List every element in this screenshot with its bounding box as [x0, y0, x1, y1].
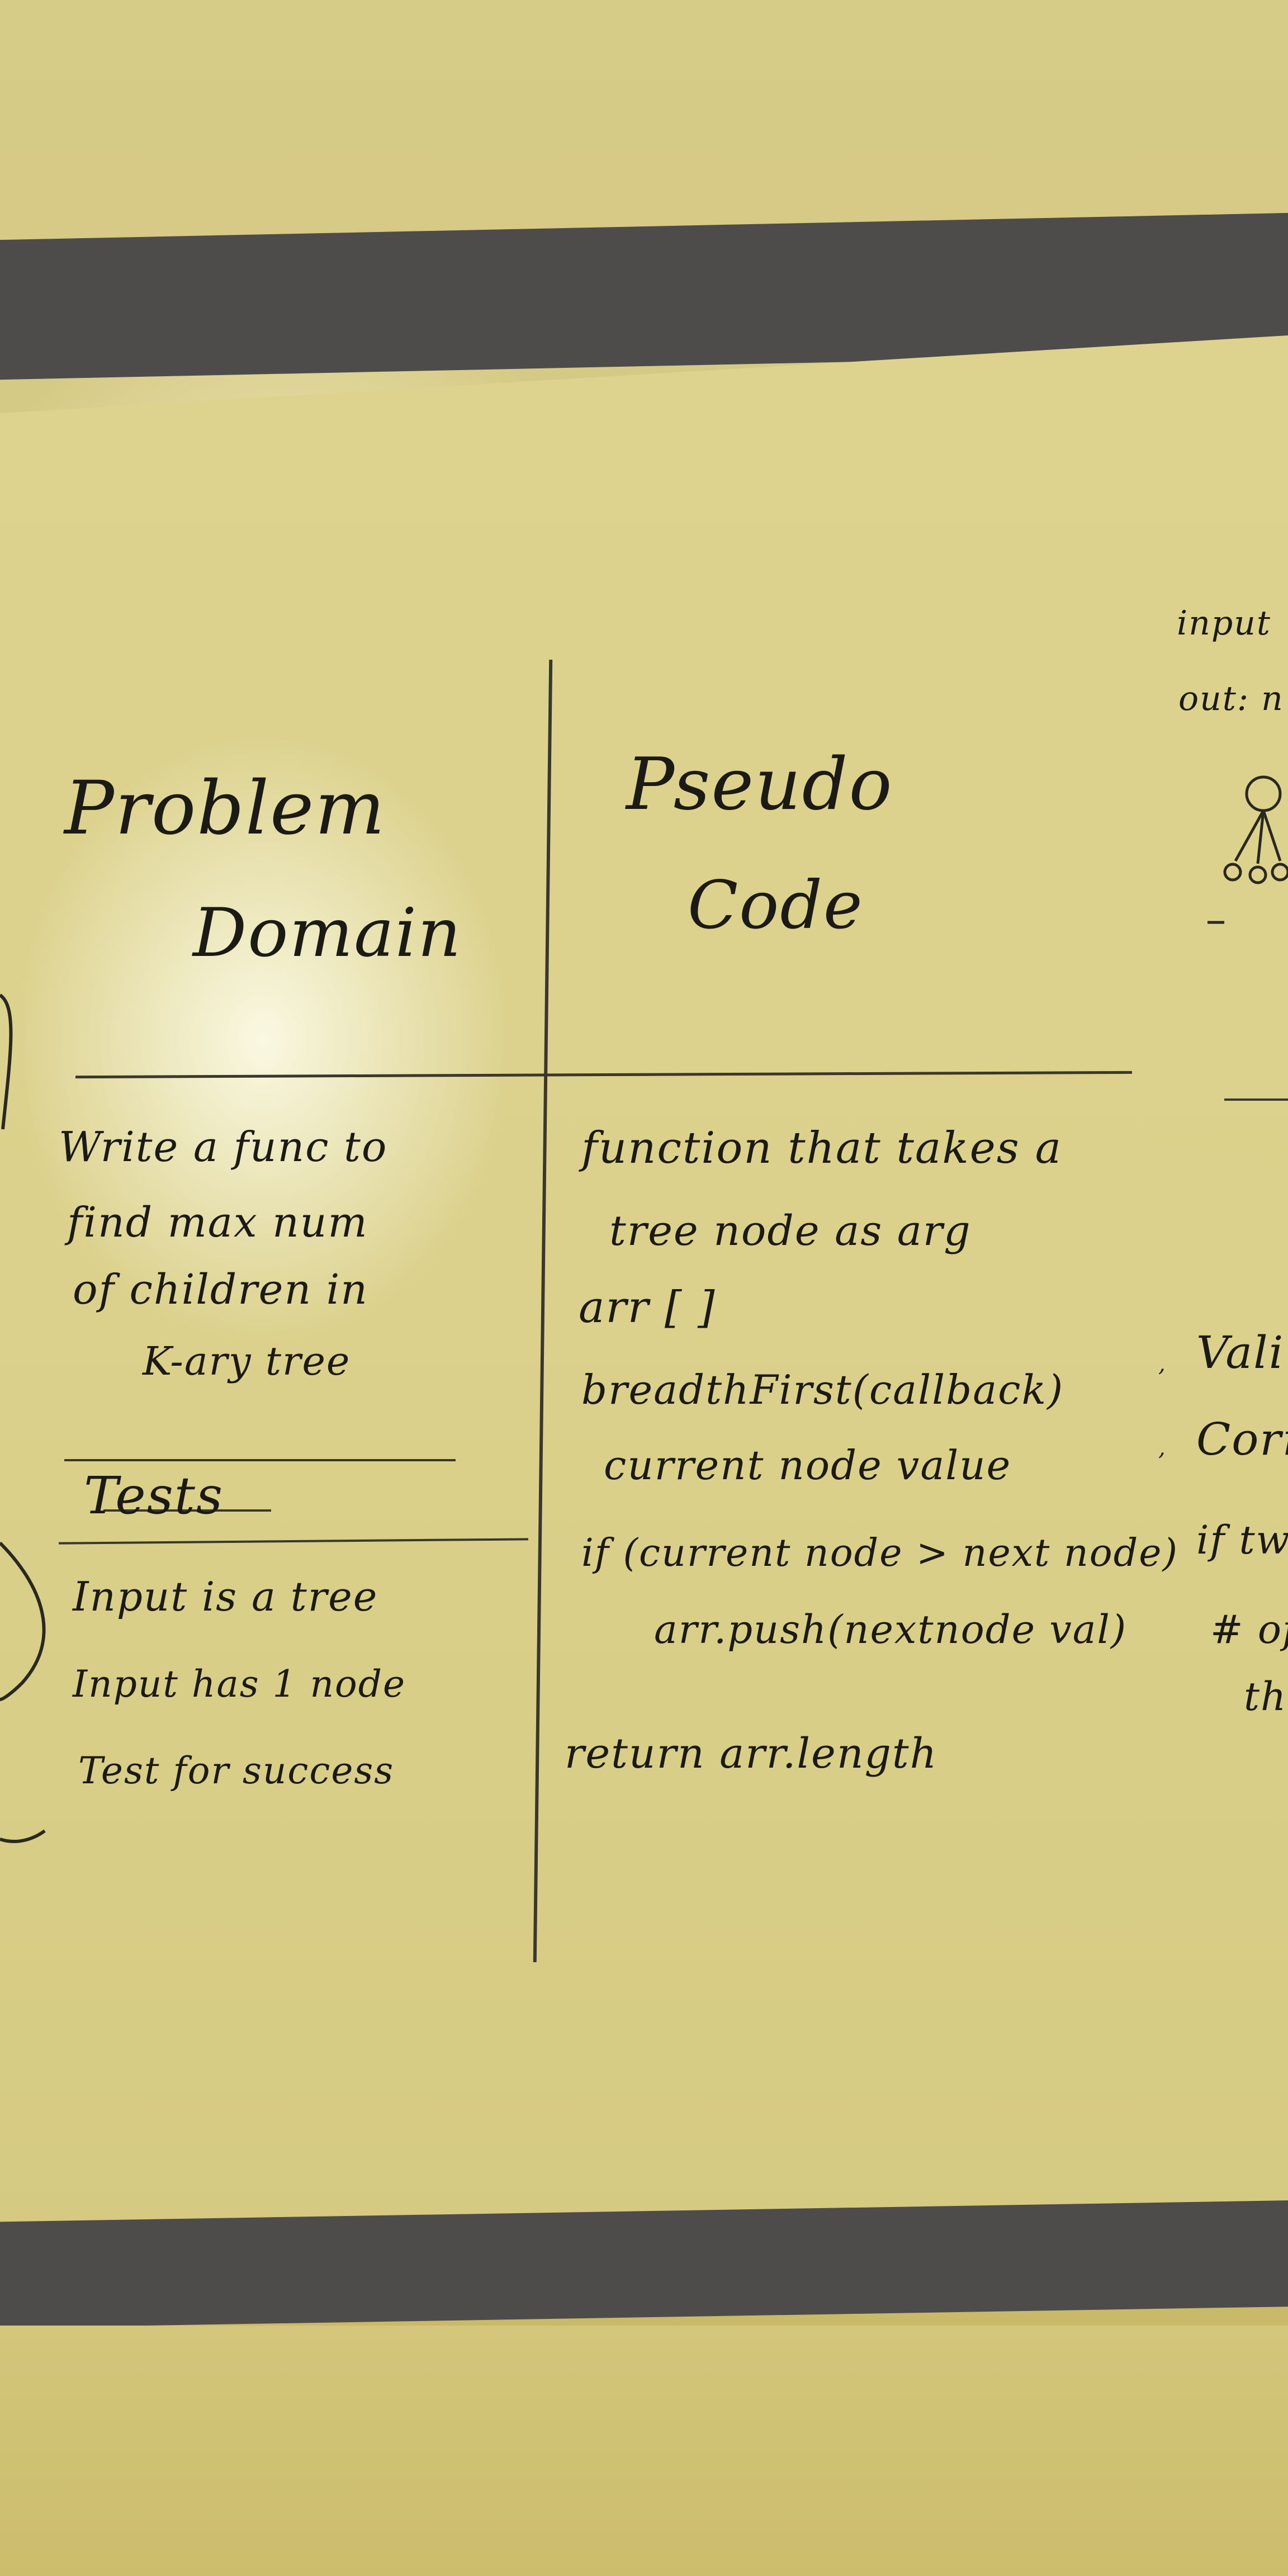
- bullet-mark-2: ,: [1158, 1435, 1167, 1461]
- domain-line-4: K-ary tree: [143, 1338, 351, 1384]
- pseudo-code-title-2: Code: [688, 866, 864, 944]
- right-edge-text-1: input: [1177, 604, 1271, 643]
- wall-below-board: [0, 2326, 1288, 2576]
- pseudo-line-7: arr.push(nextnode val): [654, 1607, 1128, 1652]
- right-edge-text-7: th: [1244, 1674, 1287, 1720]
- test-item-3: Test for success: [78, 1749, 395, 1792]
- right-edge-divider: [1224, 1098, 1288, 1101]
- pseudo-line-6: if (current node > next node): [581, 1531, 1179, 1575]
- tree-diagram-sketch-icon: [1208, 775, 1288, 924]
- tests-divider-top: [64, 1459, 456, 1461]
- whiteboard-surface: [0, 335, 1288, 2281]
- tests-underline: [103, 1509, 271, 1512]
- right-edge-text-6: # of: [1210, 1607, 1288, 1652]
- pseudo-code-title-1: Pseudo: [626, 743, 893, 826]
- left-edge-scribble-icon: [0, 993, 46, 1844]
- domain-line-1: Write a func to: [59, 1123, 388, 1171]
- test-item-1: Input is a tree: [73, 1573, 378, 1620]
- problem-domain-title-1: Problem: [64, 765, 386, 851]
- problem-domain-title-2: Domain: [193, 894, 462, 972]
- pseudo-line-1: function that takes a: [581, 1123, 1063, 1173]
- pseudo-line-5: current node value: [604, 1442, 1012, 1489]
- tests-heading: Tests: [84, 1466, 224, 1526]
- whiteboard-frame-bottom: [0, 2200, 1288, 2328]
- pseudo-line-4: breadthFirst(callback): [581, 1366, 1064, 1413]
- domain-line-2: find max num: [67, 1199, 368, 1247]
- pseudo-line-2: tree node as arg: [609, 1207, 972, 1255]
- domain-line-3: of children in: [73, 1266, 368, 1314]
- test-item-2: Input has 1 node: [73, 1663, 406, 1706]
- right-edge-text-2: out: n: [1178, 679, 1284, 718]
- right-edge-text-3: Vali: [1196, 1327, 1285, 1379]
- bullet-mark-1: ,: [1158, 1351, 1167, 1377]
- right-edge-text-4: Corre: [1196, 1413, 1288, 1465]
- pseudo-line-8: return arr.length: [565, 1730, 938, 1778]
- pseudo-line-3: arr [ ]: [579, 1282, 716, 1333]
- right-edge-text-5: if tw: [1196, 1517, 1288, 1563]
